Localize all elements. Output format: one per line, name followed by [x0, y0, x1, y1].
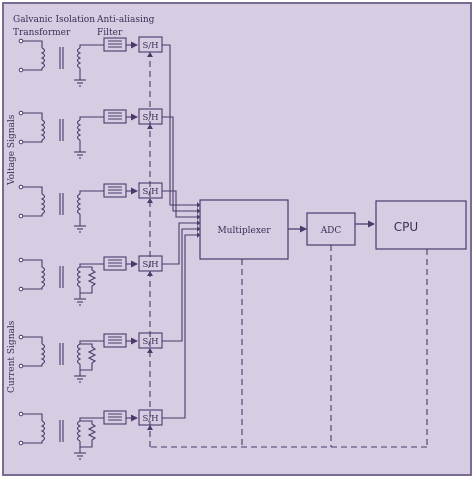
input-terminal — [18, 363, 24, 369]
sample-hold-control-arrow — [147, 198, 153, 203]
transformer-secondary-coil — [76, 193, 82, 215]
filter-symbol — [108, 40, 122, 48]
multiplexer-input-arrow — [197, 202, 200, 208]
sample-hold-label: S/H — [142, 414, 158, 424]
input-terminal — [18, 139, 24, 145]
signal-wire — [79, 417, 104, 421]
route-to-multiplexer — [162, 234, 197, 419]
multiplexer-input-arrow — [197, 214, 200, 220]
filter-symbol — [108, 413, 122, 421]
multiplexer-input-arrow — [197, 226, 200, 232]
input-wire — [23, 287, 43, 290]
filter-label-line1: Anti-aliasing — [96, 15, 155, 25]
voltage-signals-label: Voltage Signals — [7, 114, 17, 186]
input-wire — [23, 364, 43, 367]
input-terminal — [18, 440, 24, 446]
cpu-label: CPU — [394, 220, 418, 234]
input-wire — [23, 112, 43, 120]
input-terminal — [18, 411, 24, 417]
sample-hold-control-arrow — [147, 425, 153, 430]
transformer-primary-coil — [40, 193, 46, 215]
input-wire — [23, 140, 43, 143]
input-terminal — [18, 257, 24, 263]
input-wire — [23, 186, 43, 194]
transformer-label-line2: Transformer — [13, 28, 71, 38]
sample-hold-control-arrows — [147, 52, 153, 430]
sample-hold-label: S/H — [142, 113, 158, 123]
input-terminal — [18, 213, 24, 219]
sample-hold-label: S/H — [142, 41, 158, 51]
current-signals-label: Current Signals — [7, 320, 17, 393]
multiplexer-label: Multiplexer — [217, 226, 271, 236]
input-wire — [23, 214, 43, 217]
input-wire — [23, 413, 43, 421]
sample-hold-control-arrow — [147, 271, 153, 276]
transformer-secondary-coil — [76, 119, 82, 141]
filter-symbol — [108, 112, 122, 120]
route-to-multiplexer — [162, 116, 197, 212]
filter-symbol — [108, 259, 122, 267]
sample-hold-control-arrow — [147, 348, 153, 353]
filter-label-line2: Filter — [97, 28, 123, 38]
multiplexer-input-arrow — [197, 232, 200, 238]
control-lines — [149, 57, 428, 448]
transformer-primary-coil — [40, 266, 46, 288]
cpu-box — [375, 200, 467, 250]
transformer-primary-coil — [40, 343, 46, 365]
transformer-primary-coil — [40, 47, 46, 69]
filter-symbol — [108, 336, 122, 344]
input-terminal — [18, 286, 24, 292]
input-wire — [23, 259, 43, 267]
signal-wire — [79, 340, 104, 344]
transformer-secondary-coil — [76, 420, 82, 442]
adc-label: ADC — [320, 226, 342, 236]
transformer-label-line1: Galvanic Isolation — [13, 15, 95, 25]
input-terminal — [18, 110, 24, 116]
route-to-multiplexer — [162, 190, 197, 218]
transformer-primary-coil — [40, 119, 46, 141]
transformer-secondary-coil — [76, 343, 82, 365]
sample-hold-control-arrow — [147, 124, 153, 129]
input-wire — [23, 441, 43, 444]
input-terminal — [18, 184, 24, 190]
burden-resistor — [80, 343, 97, 371]
input-terminal — [18, 38, 24, 44]
signal-wire — [79, 190, 104, 194]
transformer-primary-coil — [40, 420, 46, 442]
input-wire — [23, 40, 43, 48]
route-to-multiplexer — [162, 44, 197, 206]
route-to-multiplexer — [162, 228, 197, 342]
input-terminal — [18, 334, 24, 340]
input-wire — [23, 336, 43, 344]
multiplexer-input-arrow — [197, 220, 200, 226]
channel-6: S/H — [18, 232, 200, 460]
signal-wire — [79, 263, 104, 267]
input-terminal — [18, 67, 24, 73]
filter-symbol — [108, 186, 122, 194]
transformer-secondary-coil — [76, 47, 82, 69]
input-wire — [23, 68, 43, 71]
burden-resistor — [80, 420, 97, 448]
sample-hold-control-arrow — [147, 52, 153, 57]
route-to-multiplexer — [162, 222, 197, 265]
transformer-secondary-coil — [76, 266, 82, 288]
burden-resistor — [80, 266, 97, 294]
signal-wire — [79, 116, 104, 120]
channel-1: S/H — [18, 36, 200, 208]
signal-wire — [79, 44, 104, 48]
multiplexer-input-arrow — [197, 208, 200, 214]
